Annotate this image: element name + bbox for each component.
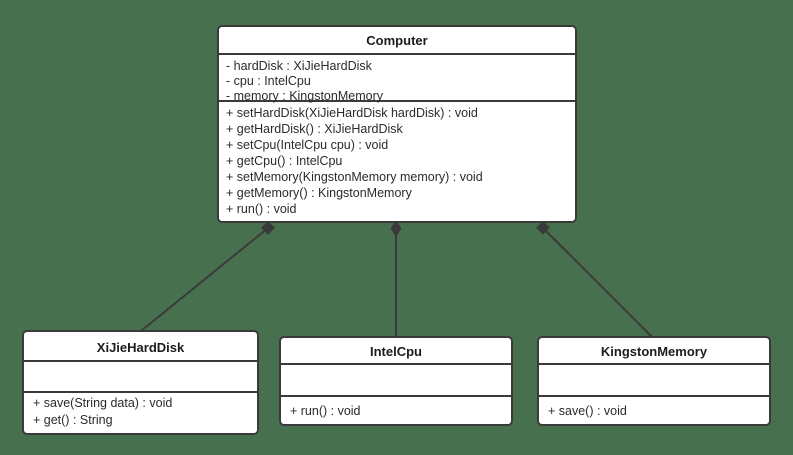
class-name-intelcpu: IntelCpu <box>370 344 422 359</box>
class-box-outline <box>537 336 771 426</box>
class-box-intelcpu[interactable]: IntelCpu + run() : void <box>279 336 513 426</box>
class-box-outline <box>22 330 259 435</box>
method-item: + run() : void <box>226 202 297 216</box>
class-box-outline <box>217 25 577 223</box>
class-name-kingstonmemory: KingstonMemory <box>601 344 708 359</box>
relationship-computer-to-xijieharddisk[interactable] <box>140 221 275 332</box>
class-box-kingstonmemory[interactable]: KingstonMemory + save() : void <box>537 336 771 426</box>
method-item: + getCpu() : IntelCpu <box>226 154 342 168</box>
method-item: + save() : void <box>548 404 627 418</box>
attribute-item: - memory : KingstonMemory <box>226 89 384 103</box>
composition-diamond-icon <box>390 220 402 237</box>
attribute-item: - cpu : IntelCpu <box>226 74 311 88</box>
method-item: + getMemory() : KingstonMemory <box>226 186 413 200</box>
method-item: + save(String data) : void <box>33 396 172 410</box>
method-item: + run() : void <box>290 404 361 418</box>
relationship-computer-to-intelcpu[interactable] <box>390 220 402 337</box>
method-item: + setMemory(KingstonMemory memory) : voi… <box>226 170 483 184</box>
method-item: + getHardDisk() : XiJieHardDisk <box>226 122 404 136</box>
class-name-computer: Computer <box>366 33 427 48</box>
class-name-xijieharddisk: XiJieHardDisk <box>97 340 185 355</box>
class-box-outline <box>279 336 513 426</box>
method-item: + get() : String <box>33 413 113 427</box>
relationship-computer-to-kingstonmemory[interactable] <box>536 221 653 338</box>
composition-diamond-icon <box>536 221 550 235</box>
class-box-computer[interactable]: Computer - hardDisk : XiJieHardDisk - cp… <box>217 25 577 223</box>
class-box-xijieharddisk[interactable]: XiJieHardDisk + save(String data) : void… <box>22 330 259 435</box>
attribute-item: - hardDisk : XiJieHardDisk <box>226 59 373 73</box>
method-item: + setHardDisk(XiJieHardDisk hardDisk) : … <box>226 106 478 120</box>
method-item: + setCpu(IntelCpu cpu) : void <box>226 138 388 152</box>
composition-diamond-icon <box>261 221 275 235</box>
